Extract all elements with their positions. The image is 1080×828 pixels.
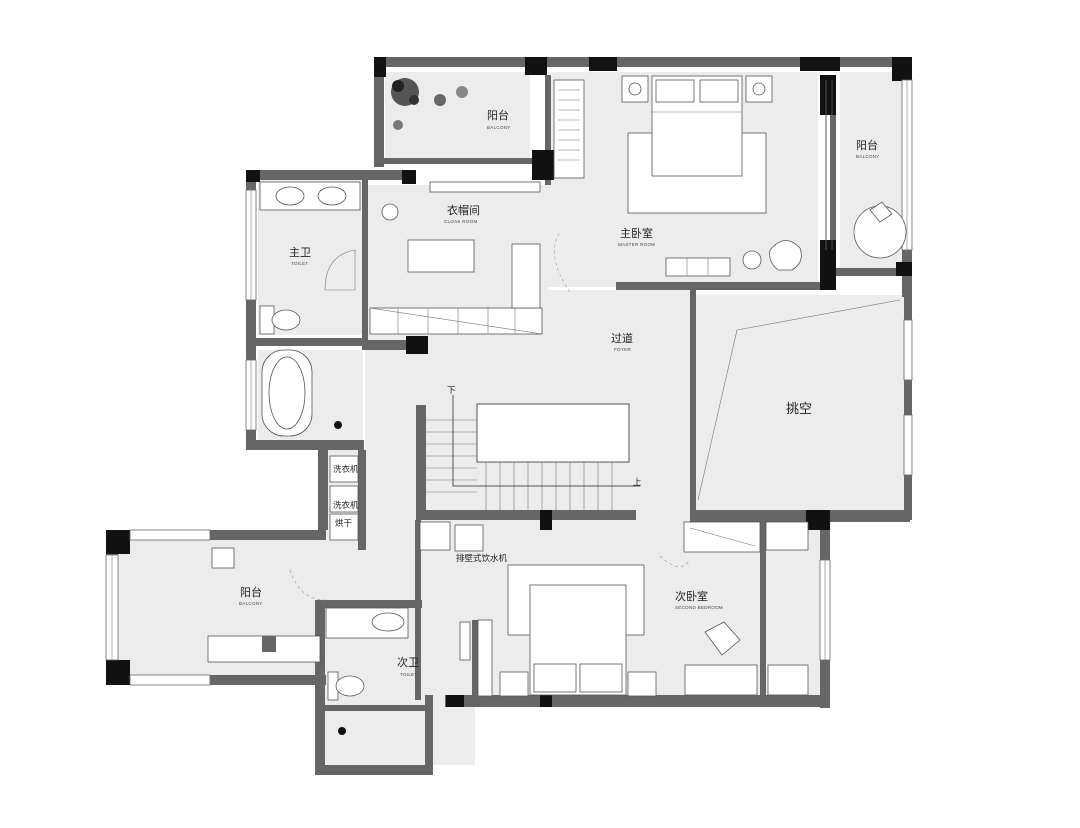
balcony-right-en: BALCONY [856,154,880,159]
plant-icon [391,78,468,130]
master-bedroom-en: MASTER ROOM [618,242,655,247]
room-labels: 阳台 BALCONY 阳台 BALCONY 衣帽间 CLOAK ROOM 主卧室… [239,108,880,677]
balcony-top-en: BALCONY [487,125,511,130]
stair-up-label: 上 [633,478,642,488]
second-toilet-en: TOILET [400,672,417,677]
washer-label: 洗衣机 [333,464,359,475]
stair-down-label: 下 [447,386,456,396]
second-bedroom-label: 次卧室 [675,589,708,603]
master-bedroom-label: 主卧室 [620,226,653,240]
balcony-top-label: 阳台 [487,108,509,122]
master-toilet-label: 主卫 [289,246,311,259]
furniture [207,75,907,735]
door-swings [289,231,691,601]
foyer-label: 过道 [611,331,633,345]
balcony-left-label: 阳台 [240,585,262,599]
cloakroom-label: 衣帽间 [447,203,480,217]
windows [105,79,913,686]
second-bedroom-en: SECOND BEDROOM [675,605,723,610]
second-toilet-label: 次卫 [397,655,419,669]
cloakroom-en: CLOAK ROOM [444,219,478,224]
foyer-en: FOYER [614,347,631,352]
stair-labels: 下 上 [447,386,642,488]
balcony-right-label: 阳台 [856,138,878,152]
balcony-left-en: BALCONY [239,601,263,606]
columns [106,57,912,707]
master-toilet-en: TOILET [291,261,308,266]
washer2-label: 洗衣机 [333,500,359,511]
appliance-labels: 洗衣机 洗衣机 烘干 排壁式饮水机 [333,464,508,564]
water-dispenser-label: 排壁式饮水机 [456,553,508,564]
void-label: 挑空 [786,402,812,417]
dryer-label: 烘干 [335,518,353,529]
